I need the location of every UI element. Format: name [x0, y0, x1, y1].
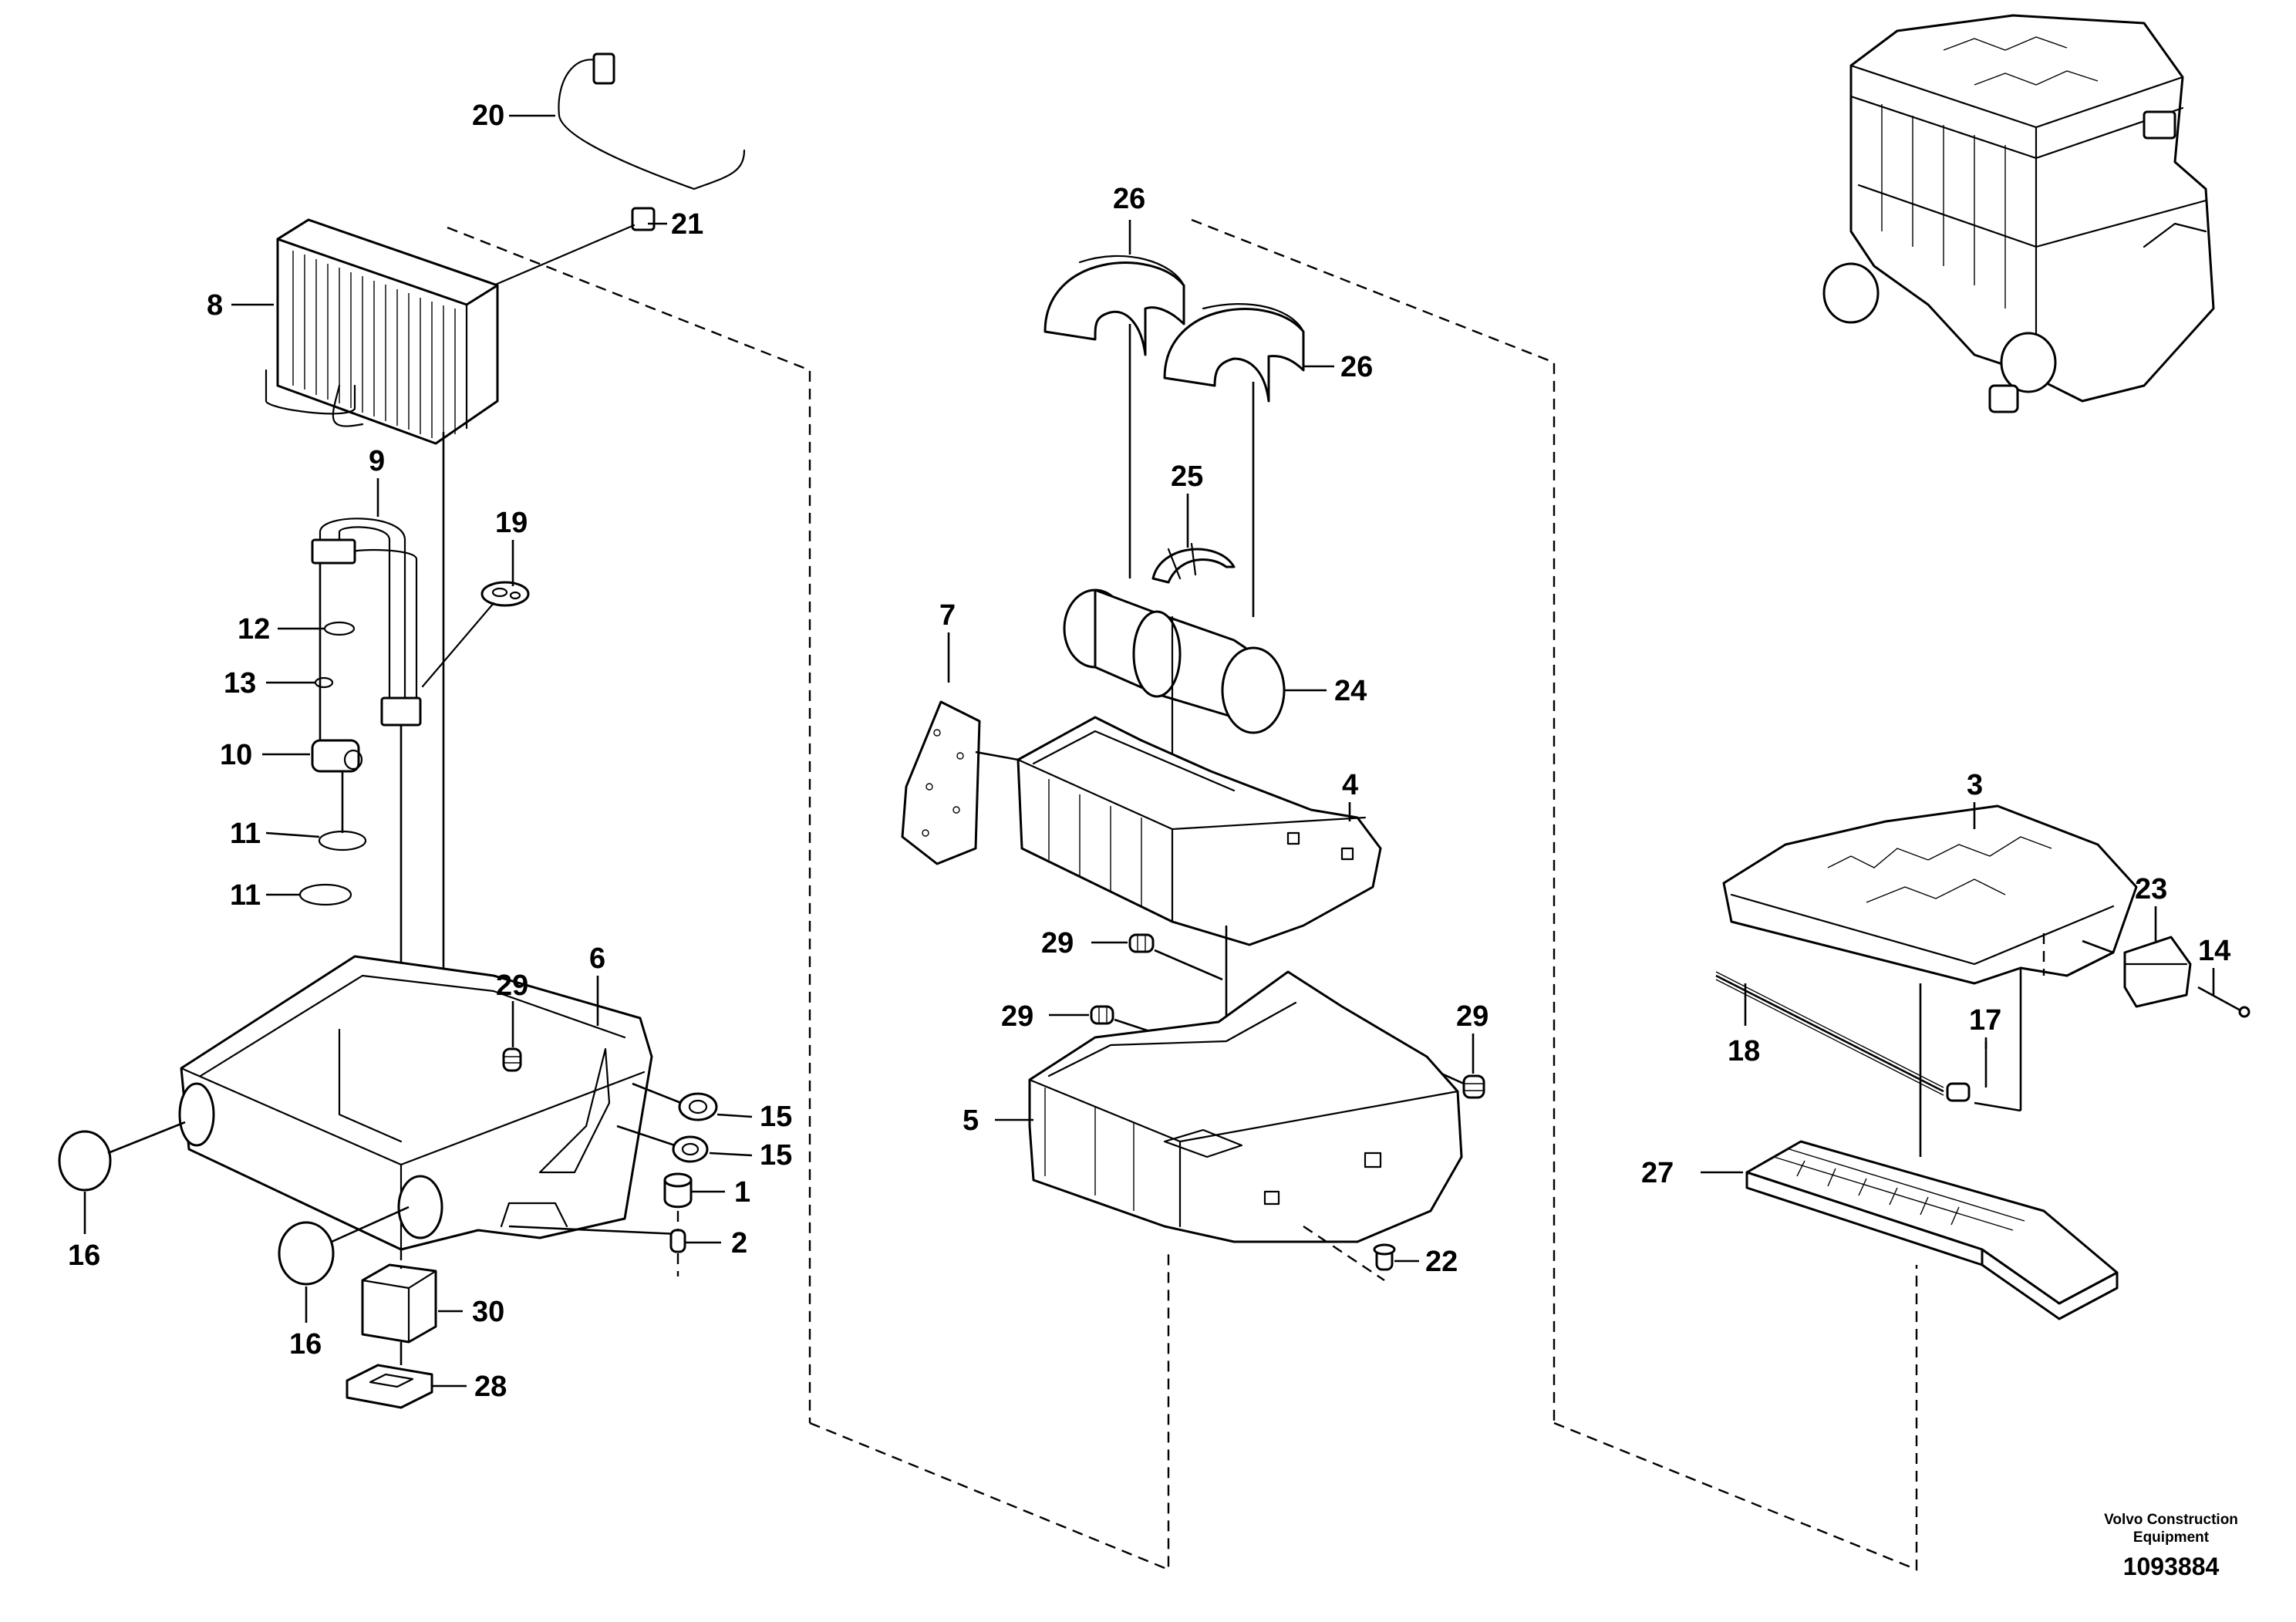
part-15-cap-lower	[616, 1125, 709, 1163]
callout-11-upper: 11	[230, 818, 261, 850]
callout-10: 10	[220, 739, 252, 771]
part-8-heater-core	[265, 218, 499, 445]
callout-29-mid-right: 29	[1456, 1000, 1489, 1033]
callout-21: 21	[671, 208, 703, 241]
part-16-cover-left	[58, 1121, 186, 1192]
document-number: 1093884	[2123, 1553, 2220, 1580]
part-20-sensor-cable	[558, 52, 746, 191]
callout-20: 20	[472, 99, 504, 132]
part-18-control-cable	[1715, 971, 1944, 1096]
callout-25: 25	[1171, 460, 1203, 493]
part-5-base-housing	[1028, 970, 1463, 1281]
callout-8: 8	[207, 289, 223, 322]
assembly-frame-left	[447, 226, 1170, 1571]
part-28-gasket	[346, 1364, 433, 1409]
part-29-fastener-b	[1128, 933, 1223, 981]
part-26-blower-cover-right	[1163, 303, 1305, 403]
callout-16-left: 16	[68, 1239, 100, 1272]
callout-15-lower: 15	[760, 1139, 792, 1172]
callout-26-top: 26	[1113, 183, 1145, 215]
brand-line-1: Volvo Construction	[2104, 1512, 2238, 1528]
part-12-o-ring	[323, 621, 356, 636]
part-19-grommet	[421, 581, 530, 688]
callout-17: 17	[1969, 1004, 2001, 1037]
part-24-blower-fan	[1063, 588, 1286, 765]
complete-hvac-assembly-overview	[1822, 14, 2215, 413]
callout-22: 22	[1425, 1246, 1458, 1278]
part-29-fastener-a	[502, 1047, 522, 1072]
callout-29-mid-lower: 29	[1001, 1000, 1033, 1033]
callout-15-upper: 15	[760, 1101, 792, 1133]
callout-4: 4	[1342, 769, 1358, 801]
part-22-plug	[1373, 1243, 1396, 1271]
part-11-o-ring-upper	[318, 830, 367, 851]
part-2-pin	[669, 1211, 686, 1276]
part-7-bracket	[901, 700, 1019, 865]
part-21-connector	[492, 207, 656, 287]
callout-29-left: 29	[496, 969, 528, 1002]
part-29-fastener-c	[1090, 1005, 1181, 1043]
callout-19: 19	[495, 507, 528, 539]
callout-18: 18	[1728, 1035, 1760, 1067]
callout-5: 5	[963, 1104, 979, 1137]
callout-14: 14	[2198, 935, 2230, 967]
part-15-cap-upper	[632, 1082, 718, 1121]
callout-30: 30	[472, 1296, 504, 1328]
part-6-lower-housing	[178, 955, 679, 1251]
assembly-frame-right	[1191, 218, 1918, 1571]
callout-23: 23	[2135, 873, 2167, 905]
callout-7: 7	[939, 599, 956, 632]
part-16-cover-right	[278, 1206, 410, 1286]
part-10-expansion-valve	[311, 739, 363, 773]
part-4-upper-housing	[1017, 716, 1382, 1064]
part-27-cabin-filter	[1745, 983, 2119, 1320]
part-13-o-ring	[314, 676, 334, 689]
callout-lines	[83, 114, 2215, 1388]
callout-11-lower: 11	[230, 879, 261, 912]
callout-13: 13	[224, 667, 256, 700]
part-9-pipe-assembly	[311, 518, 422, 727]
callout-6: 6	[589, 943, 605, 975]
callout-1: 1	[734, 1176, 750, 1209]
callout-9: 9	[369, 445, 385, 477]
callout-12: 12	[238, 613, 270, 646]
callout-28: 28	[474, 1371, 507, 1403]
part-1-bushing	[663, 1172, 693, 1209]
callout-26-right: 26	[1340, 351, 1373, 383]
callout-2: 2	[731, 1227, 747, 1259]
callout-16-right: 16	[289, 1328, 322, 1361]
part-17-cable-clip	[1946, 1041, 1988, 1102]
part-3-top-cover	[1722, 804, 2138, 1112]
part-26-blower-cover-left	[1043, 255, 1185, 356]
part-11-o-ring-lower	[298, 883, 352, 906]
callout-29-mid-upper: 29	[1041, 927, 1074, 959]
part-30-foam-block	[361, 1249, 437, 1365]
part-14-screw	[2197, 986, 2250, 1018]
callout-27: 27	[1641, 1157, 1674, 1189]
callout-labels: 20 21 8 9 19 12 13 10 11 11 6 29 15 15 1…	[68, 99, 2230, 1403]
footer-block: Volvo Construction Equipment 1093884	[2104, 1512, 2238, 1580]
part-23-actuator	[2082, 936, 2192, 1008]
brand-line-2: Equipment	[2133, 1529, 2210, 1546]
callout-24: 24	[1334, 675, 1367, 707]
part-25-clip	[1151, 542, 1236, 584]
callout-3: 3	[1967, 769, 1983, 801]
